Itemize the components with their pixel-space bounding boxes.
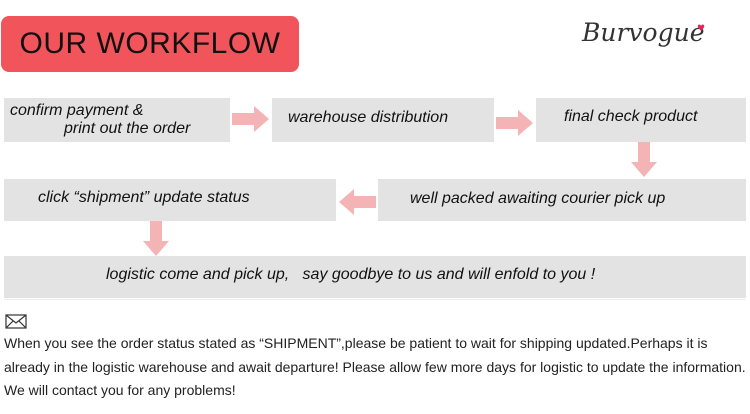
step-logistic-pickup-label: logistic come and pick up, say goodbye t…: [106, 266, 596, 283]
step-click-shipment-label: click “shipment” update status: [38, 189, 250, 206]
page-title: OUR WORKFLOW: [19, 27, 281, 60]
envelope-icon: [5, 314, 27, 329]
step-well-packed-label: well packed awaiting courier pick up: [410, 190, 666, 207]
logo-text: Burvogue: [582, 18, 705, 47]
arrow-down-icon: [631, 142, 657, 177]
arrow-left-icon: [339, 189, 376, 215]
step-final-check: final check product: [536, 98, 746, 142]
step-well-packed: well packed awaiting courier pick up: [378, 179, 746, 221]
heart-icon: ♥: [697, 24, 706, 34]
shipping-note-line3: We will contact you for any problems!: [4, 382, 236, 398]
step-logistic-pickup: logistic come and pick up, say goodbye t…: [4, 256, 746, 298]
shipping-note: When you see the order status stated as …: [4, 332, 746, 403]
step-final-check-label: final check product: [564, 108, 698, 125]
arrow-right-icon: [496, 110, 533, 136]
divider: [4, 299, 746, 300]
brand-logo: Burvogue ♥: [582, 18, 712, 58]
shipping-note-line2: already in the logistic warehouse and aw…: [4, 358, 746, 375]
title-banner: OUR WORKFLOW: [1, 16, 299, 72]
arrow-down-icon: [143, 221, 169, 256]
step-warehouse-distribution: warehouse distribution: [272, 98, 494, 142]
step-confirm-payment-line1: confirm payment &: [10, 102, 144, 119]
shipping-note-line1: When you see the order status stated as …: [4, 335, 708, 351]
step-click-shipment: click “shipment” update status: [4, 179, 336, 221]
step-confirm-payment-line2: print out the order: [64, 120, 191, 137]
step-confirm-payment: confirm payment & print out the order: [4, 98, 230, 142]
arrow-right-icon: [232, 106, 269, 132]
step-warehouse-distribution-label: warehouse distribution: [288, 109, 449, 126]
